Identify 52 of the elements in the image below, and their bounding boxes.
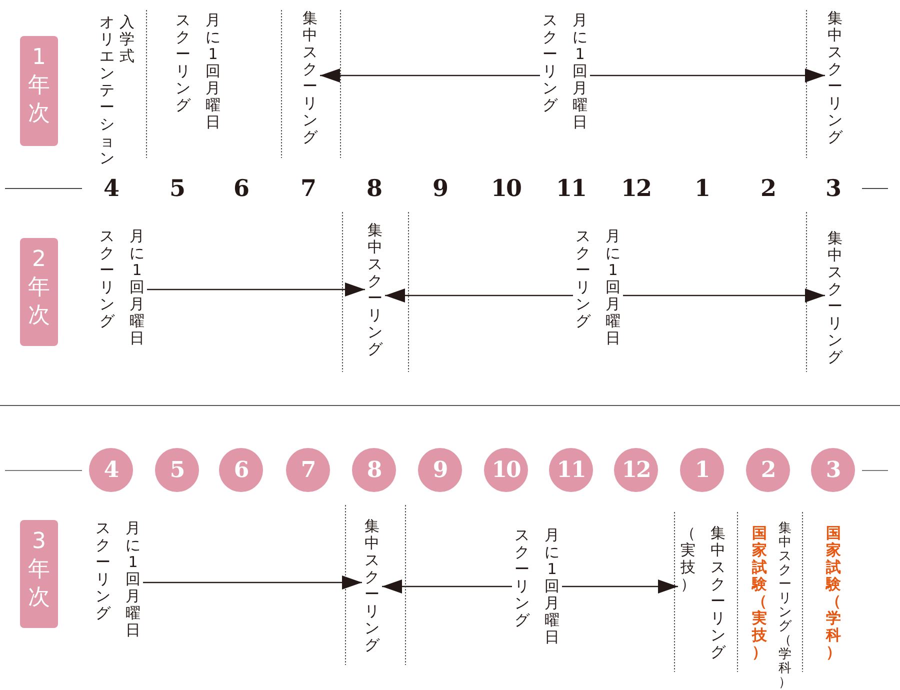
month-circle: 8 [352, 448, 396, 492]
month-number: 4 [102, 175, 120, 203]
schedule-text: 月に1回月曜日スクーリング [575, 228, 621, 347]
month-circle: 5 [155, 448, 199, 492]
schedule-text: 集中スクーリング [827, 230, 843, 366]
schedule-text: 月に1回月曜日スクーリング [514, 527, 560, 646]
schedule-text: 集中スクーリング [364, 518, 380, 654]
month-circle: 4 [89, 448, 133, 492]
month-number: 1 [693, 175, 710, 203]
month-circle: 10 [484, 448, 528, 492]
month-number: 5 [168, 175, 186, 203]
month-number: 10 [490, 175, 522, 203]
arrow [143, 576, 362, 590]
arrow [382, 580, 512, 594]
year-badge: 2年次 [20, 238, 58, 346]
schedule-text: 集中スクーリング [827, 10, 843, 146]
month-number: 12 [620, 175, 652, 203]
month-circle: 11 [549, 448, 593, 492]
month-number: 6 [232, 175, 250, 203]
schedule-text: 月に1回月曜日スクーリング [175, 12, 221, 131]
month-circle: 7 [286, 448, 330, 492]
month-circle: 12 [614, 448, 658, 492]
schedule-text: 集中スクーリング（実技） [680, 525, 726, 661]
month-circle: 1 [680, 448, 724, 492]
arrow [562, 580, 678, 594]
arrow [623, 288, 825, 302]
month-number: 8 [365, 175, 382, 203]
schedule-text: 集中スクーリング [302, 10, 318, 146]
schedule-text: 集中スクーリング [367, 222, 383, 358]
schedule-text: 入学式 [119, 14, 135, 65]
schedule-text: 集中スクーリング（学科） [778, 522, 792, 690]
arrow [590, 68, 825, 82]
month-number: 11 [554, 175, 587, 203]
schedule-text: 月に1回月曜日スクーリング [542, 12, 588, 131]
schedule-text: 月に1回月曜日スクーリング [99, 228, 145, 347]
month-number: 3 [824, 175, 842, 203]
month-circle: 9 [418, 448, 462, 492]
month-circle: 3 [811, 448, 855, 492]
month-circle: 6 [219, 448, 263, 492]
arrow [385, 288, 573, 302]
month-number: 2 [759, 175, 776, 203]
month-number: 9 [431, 175, 448, 203]
exam-text: 国家試験（学科） [825, 525, 842, 661]
arrow [147, 282, 365, 296]
schedule-text: オリエンテーション [99, 14, 115, 167]
arrow [320, 68, 540, 82]
year-badge: 3年次 [20, 520, 58, 628]
month-circle: 2 [746, 448, 790, 492]
exam-text: 国家試験（実技） [751, 525, 768, 661]
month-number: 7 [299, 175, 316, 203]
year-badge: 1年次 [20, 36, 58, 146]
schedule-text: 月に1回月曜日スクーリング [95, 520, 141, 639]
